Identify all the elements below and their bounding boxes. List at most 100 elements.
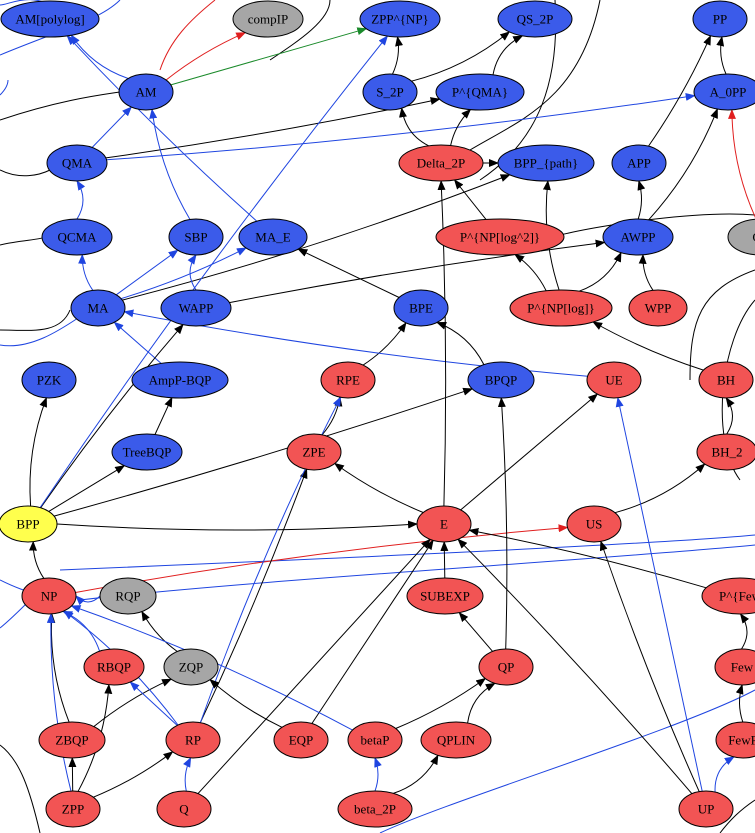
node-Few[interactable]: Few xyxy=(714,648,755,686)
edge-MA-to-SBP xyxy=(116,249,179,296)
node-QS2P[interactable]: QS_2P xyxy=(497,0,573,38)
edge-ZBQP-to-NP xyxy=(47,612,70,723)
edge-beta2P-to-QPLIN xyxy=(393,754,439,794)
node-AmpPBQP[interactable]: AmpP-BQP xyxy=(131,361,229,399)
node-C_-shape xyxy=(727,218,755,256)
node-BPE-shape xyxy=(393,289,449,327)
node-Delta2P[interactable]: Delta_2P xyxy=(398,144,484,182)
node-MAE[interactable]: MA_E xyxy=(238,218,308,256)
node-ZPPNP[interactable]: ZPP^{NP} xyxy=(359,0,441,38)
node-ZBQP[interactable]: ZBQP xyxy=(38,721,106,759)
edge-NP-to-BPP xyxy=(28,540,45,579)
edge-RPE-to-BPE xyxy=(362,322,407,366)
edge-Delta2P-to-PQMA xyxy=(450,108,472,146)
edge-QMA-to-A0PP xyxy=(106,92,696,161)
node-EQP-label: EQP xyxy=(289,733,314,748)
node-APP-shape xyxy=(611,144,667,182)
node-NP[interactable]: NP xyxy=(21,577,77,615)
node-WPP-label: WPP xyxy=(645,301,672,316)
node-TreeBQP-label: TreeBQP xyxy=(123,445,172,460)
edge-E-to-Delta2P xyxy=(437,180,447,507)
node-ZPP[interactable]: ZPP xyxy=(45,790,101,828)
edge-ZPP-to-RP xyxy=(93,751,174,798)
node-PNPlog2-label: P^{NP[log^2]} xyxy=(460,230,540,245)
node-compIP-label: compIP xyxy=(248,12,288,27)
node-RQP-label: RQP xyxy=(115,589,140,604)
node-WAPP[interactable]: WAPP xyxy=(160,289,232,327)
node-RQP[interactable]: RQP xyxy=(99,577,157,615)
node-PNPlog-label: P^{NP[log]} xyxy=(527,301,595,316)
node-QPLIN-label: QPLIN xyxy=(437,733,476,748)
node-QPLIN[interactable]: QPLIN xyxy=(420,721,492,759)
node-betaP[interactable]: betaP xyxy=(347,721,403,759)
edge-BH-to-PNPlog xyxy=(592,321,704,371)
node-BPPpath-shape xyxy=(497,144,595,182)
node-RBQP[interactable]: RBQP xyxy=(83,648,145,686)
node-S2P[interactable]: S_2P xyxy=(362,73,418,111)
node-MA[interactable]: MA xyxy=(70,289,126,327)
node-beta2P[interactable]: beta_2P xyxy=(337,790,413,828)
node-QCMA[interactable]: QCMA xyxy=(41,218,113,256)
node-QP-label: QP xyxy=(498,660,515,675)
node-PFew[interactable]: P^{Few xyxy=(701,577,755,615)
node-SUBEXP[interactable]: SUBEXP xyxy=(406,577,484,615)
node-PNPlog[interactable]: P^{NP[log]} xyxy=(509,289,613,327)
node-BH-shape xyxy=(698,361,754,399)
node-BPQP[interactable]: BPQP xyxy=(467,361,535,399)
node-RQP-shape xyxy=(99,577,157,615)
node-ZPE[interactable]: ZPE xyxy=(286,433,342,471)
node-ZQP[interactable]: ZQP xyxy=(163,648,219,686)
edge-ZQP-to-RQP xyxy=(141,610,178,652)
edge-BPP-to-BPQP xyxy=(53,387,474,517)
node-EQP[interactable]: EQP xyxy=(273,721,329,759)
node-SBP-shape xyxy=(168,218,224,256)
node-RBQP-label: RBQP xyxy=(97,660,131,675)
node-ZPPNP-label: ZPP^{NP} xyxy=(371,12,429,27)
node-BH2[interactable]: BH_2 xyxy=(696,433,755,471)
node-PZK[interactable]: PZK xyxy=(21,361,77,399)
node-compIP[interactable]: compIP xyxy=(232,0,304,38)
node-Q[interactable]: Q xyxy=(156,790,212,828)
node-PQMA[interactable]: P^{QMA} xyxy=(435,73,525,111)
node-BPPpath[interactable]: BPP_{path} xyxy=(497,144,595,182)
node-UE[interactable]: UE xyxy=(586,361,642,399)
edge-Delta2P-to-S2P xyxy=(399,107,429,147)
node-PP[interactable]: PP xyxy=(692,0,748,38)
node-QS2P-shape xyxy=(497,0,573,38)
node-AM[interactable]: AM xyxy=(118,73,174,111)
node-TreeBQP[interactable]: TreeBQP xyxy=(111,433,183,471)
node-BPE[interactable]: BPE xyxy=(393,289,449,327)
node-C_[interactable]: C_ xyxy=(727,218,755,256)
edge-AM-to-ZPPNP xyxy=(170,27,368,86)
node-QP[interactable]: QP xyxy=(478,648,534,686)
node-FewP[interactable]: FewP xyxy=(715,721,755,759)
node-AWPP[interactable]: AWPP xyxy=(602,218,674,256)
node-AMpolylog[interactable]: AM[polylog] xyxy=(0,0,100,38)
node-US[interactable]: US xyxy=(566,505,622,543)
node-WPP[interactable]: WPP xyxy=(628,289,688,327)
node-A0PP[interactable]: A_0PP xyxy=(693,73,755,111)
edge-MA-to-MAE xyxy=(120,247,247,300)
node-RPE[interactable]: RPE xyxy=(320,361,376,399)
node-UP[interactable]: UP xyxy=(678,790,734,828)
edge-WAPP-to-SBP xyxy=(187,254,197,291)
node-FewP-shape xyxy=(715,721,755,759)
node-APP[interactable]: APP xyxy=(611,144,667,182)
node-BPP[interactable]: BPP xyxy=(0,505,58,543)
node-RBQP-shape xyxy=(83,648,145,686)
node-RP[interactable]: RP xyxy=(165,721,221,759)
edge-QPLIN-to-QP xyxy=(467,682,496,724)
node-PNPlog2[interactable]: P^{NP[log^2]} xyxy=(435,218,565,256)
edge-beta2P-to-betaP xyxy=(374,757,382,792)
node-ZPP-label: ZPP xyxy=(62,802,84,817)
node-E[interactable]: E xyxy=(416,505,472,543)
node-SBP[interactable]: SBP xyxy=(168,218,224,256)
node-QMA[interactable]: QMA xyxy=(46,144,108,182)
node-RPE-label: RPE xyxy=(336,373,360,388)
node-Q-label: Q xyxy=(179,802,189,817)
edge-PNPlog2-to-Delta2P xyxy=(453,179,487,220)
node-AmpPBQP-shape xyxy=(131,361,229,399)
node-BH2-label: BH_2 xyxy=(711,445,742,460)
node-BH[interactable]: BH xyxy=(698,361,754,399)
